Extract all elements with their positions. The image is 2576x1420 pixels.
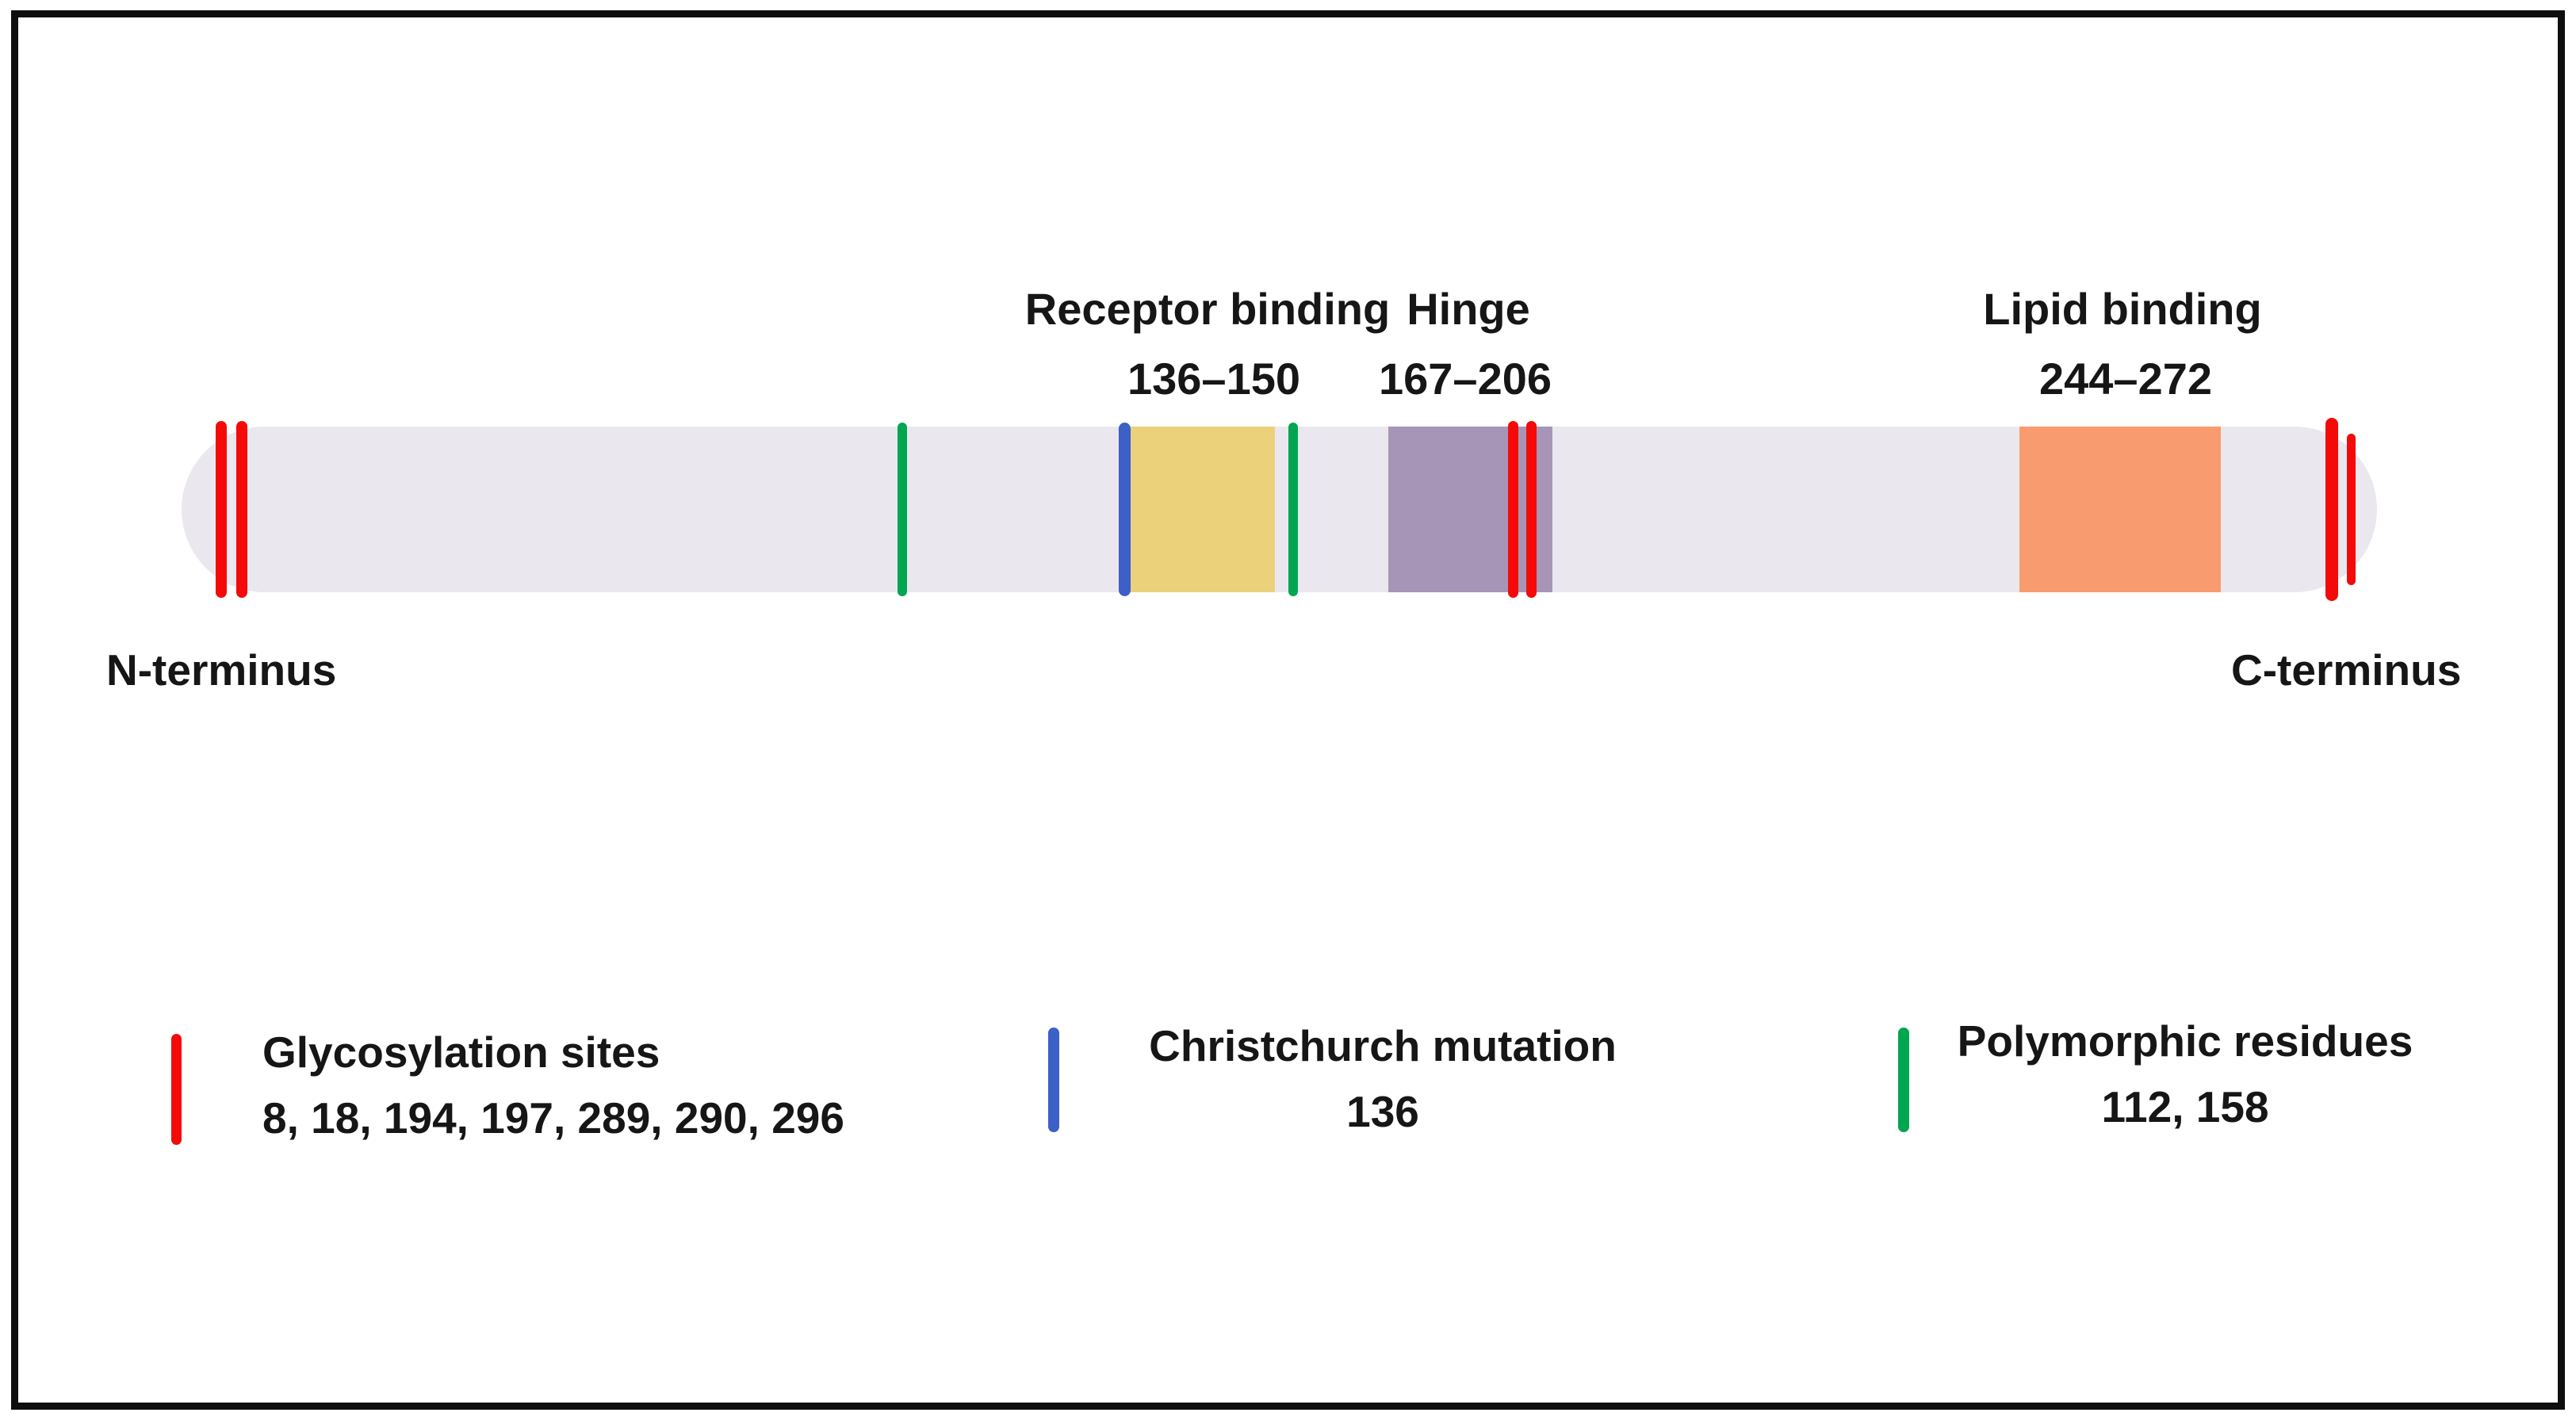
legend-item-christchurch: Christchurch mutation 136: [1048, 1024, 1623, 1134]
n-terminus-label: N-terminus: [106, 645, 337, 695]
glycosylation-legend-label: Glycosylation sites: [262, 1028, 660, 1077]
glycosylation-legend-values: 8, 18, 194, 197, 289, 290, 296: [262, 1093, 844, 1143]
protein-bar: [182, 418, 2377, 601]
receptor-binding-label: Receptor binding: [1024, 284, 1391, 334]
glycosylation-legend-tick: [171, 1034, 182, 1145]
polymorphic-residue-tick-158: [1288, 423, 1298, 596]
hinge-range: 167–206: [1378, 354, 1552, 404]
polymorphic-residue-tick-112: [898, 423, 907, 596]
lipid-binding-range: 244–272: [2038, 354, 2213, 404]
christchurch-legend-values: 136: [1346, 1087, 1419, 1136]
receptor-binding-region: [1131, 427, 1275, 592]
glycosylation-site-tick-194: [1508, 421, 1518, 598]
figure-border-frame: [11, 10, 2565, 1410]
polymorphic-legend-label: Polymorphic residues: [1957, 1016, 2413, 1066]
glycosylation-site-tick-296: [2347, 434, 2356, 585]
glycosylation-site-tick-8: [216, 421, 227, 598]
legend-item-glycosylation: Glycosylation sites 8, 18, 194, 197, 289…: [171, 1031, 844, 1145]
polymorphic-legend-tick: [1898, 1028, 1909, 1132]
christchurch-mutation-tick-136: [1119, 423, 1131, 596]
glycosylation-site-tick-289-290: [2325, 418, 2338, 601]
polymorphic-legend-values: 112, 158: [2101, 1082, 2269, 1131]
lipid-binding-region: [2019, 427, 2221, 592]
hinge-region: [1388, 427, 1552, 592]
glycosylation-site-tick-197: [1526, 421, 1537, 598]
glycosylation-site-tick-18: [236, 421, 247, 598]
legend-item-polymorphic: Polymorphic residues 112, 158: [1898, 1020, 2413, 1132]
receptor-binding-range: 136–150: [1127, 354, 1301, 404]
lipid-binding-label: Lipid binding: [1983, 284, 2262, 334]
christchurch-legend-tick: [1048, 1028, 1059, 1132]
c-terminus-label: C-terminus: [2231, 645, 2462, 695]
christchurch-legend-label: Christchurch mutation: [1149, 1021, 1617, 1070]
hinge-label: Hinge: [1407, 284, 1530, 334]
